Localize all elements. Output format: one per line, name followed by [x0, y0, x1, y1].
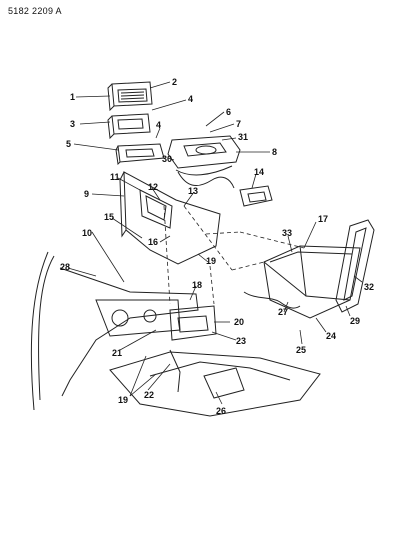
callout-25: 25	[296, 345, 306, 355]
callout-14: 14	[254, 167, 264, 177]
callout-7: 7	[236, 119, 241, 129]
callout-27: 27	[278, 307, 288, 317]
callout-24: 24	[326, 331, 336, 341]
callout-12: 12	[148, 182, 158, 192]
callout-2: 2	[172, 77, 177, 87]
callout-33: 33	[282, 228, 292, 238]
floor-bracket-18	[169, 305, 217, 341]
callout-4b: 4	[156, 120, 161, 130]
callout-31: 31	[238, 132, 248, 142]
callout-10: 10	[82, 228, 92, 238]
wire-27	[243, 291, 301, 309]
part-8-cover	[167, 135, 241, 176]
wire-harness-upper	[177, 171, 235, 189]
part-26-tunnel	[203, 367, 245, 399]
part-32-lid	[335, 219, 375, 313]
callout-1: 1	[70, 92, 75, 102]
callout-15: 15	[104, 212, 114, 222]
part-3-bezel	[107, 113, 151, 140]
callout-21: 21	[112, 348, 122, 358]
callout-30: 30	[162, 154, 172, 164]
callout-9: 9	[84, 189, 89, 199]
callout-26: 26	[216, 406, 226, 416]
callout-23: 23	[236, 336, 246, 346]
callout-8: 8	[272, 147, 277, 157]
callout-32: 32	[364, 282, 374, 292]
callout-19: 19	[206, 256, 216, 266]
callout-29: 29	[350, 316, 360, 326]
part-9-console	[119, 171, 221, 265]
part-17-console-box	[263, 245, 361, 319]
callout-11: 11	[110, 172, 120, 182]
callout-4: 4	[188, 94, 193, 104]
callout-20: 20	[234, 317, 244, 327]
callout-18: 18	[192, 280, 202, 290]
floor-pan	[109, 349, 321, 417]
part-2-housing	[107, 81, 153, 112]
part-5-bracket	[115, 143, 165, 166]
callout-3: 3	[70, 119, 75, 129]
diagram-code: 5182 2209 A	[8, 6, 62, 16]
callout-17: 17	[318, 214, 328, 224]
part-14-bracket	[239, 185, 273, 207]
callout-13: 13	[188, 186, 198, 196]
callout-5: 5	[66, 139, 71, 149]
callout-6: 6	[226, 107, 231, 117]
callout-28: 28	[60, 262, 70, 272]
callout-22: 22	[144, 390, 154, 400]
dashboard	[30, 251, 199, 411]
callout-19b: 19	[118, 395, 128, 405]
callout-16: 16	[148, 237, 158, 247]
